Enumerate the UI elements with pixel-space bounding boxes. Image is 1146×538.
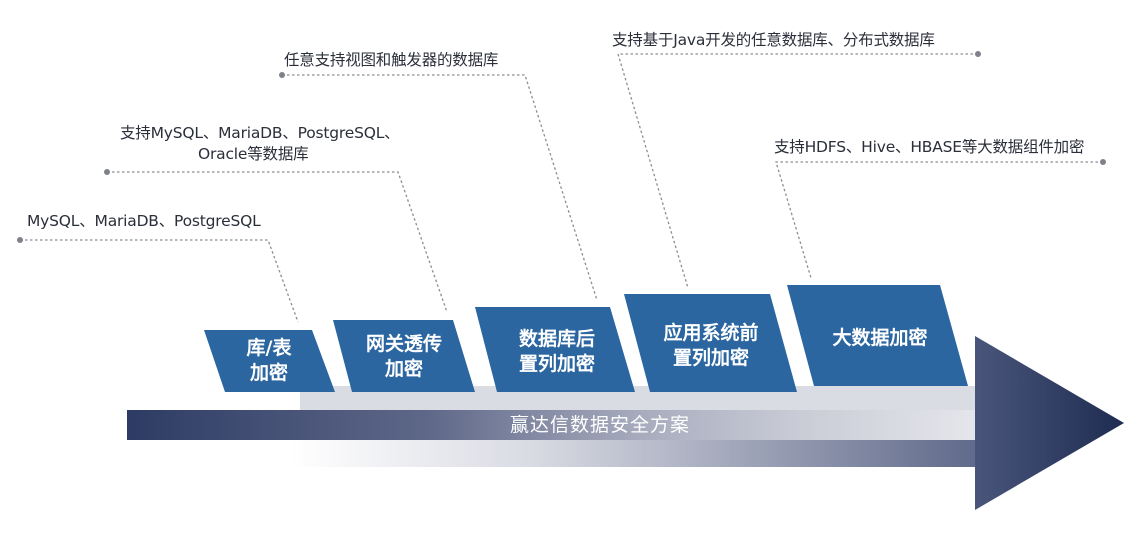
banner-title: 赢达信数据安全方案 xyxy=(509,414,690,436)
stage-block-5 xyxy=(787,285,968,386)
stage-5-label: 大数据加密 xyxy=(800,290,960,386)
stage-1-line-2: 加密 xyxy=(249,362,288,384)
stage-5-line-1: 大数据加密 xyxy=(832,326,928,349)
stage-blocks xyxy=(204,285,968,392)
annotation-2-line-1: 支持MySQL、MariaDB、PostgreSQL、 xyxy=(120,124,400,142)
stage-3-line-1: 数据库后 xyxy=(518,328,595,350)
stage-block-1 xyxy=(204,330,335,392)
stage-1-label: 库/表加密 xyxy=(213,330,325,392)
leader-line-4 xyxy=(617,53,978,289)
stage-3-label: 数据库后置列加密 xyxy=(488,312,626,392)
arrow-shaft xyxy=(127,410,980,440)
stage-3-line-2: 置列加密 xyxy=(518,353,595,375)
annotation-1: MySQL、MariaDB、PostgreSQL xyxy=(27,211,261,232)
annotation-1-line-1: MySQL、MariaDB、PostgreSQL xyxy=(27,212,261,230)
stage-2-label: 网关透传加密 xyxy=(340,322,468,392)
annotation-3-line-1: 任意支持视图和触发器的数据库 xyxy=(284,51,499,69)
annotation-4-line-1: 支持基于Java开发的任意数据库、分布式数据库 xyxy=(612,31,935,49)
arrow-head xyxy=(975,336,1124,510)
leader-line-5 xyxy=(775,161,1103,279)
leader-dot-3 xyxy=(279,72,285,78)
leader-lines xyxy=(17,51,1106,323)
leader-dot-1 xyxy=(17,237,23,243)
arrow-lower-face xyxy=(290,440,980,467)
stage-4-label: 应用系统前置列加密 xyxy=(636,300,786,392)
stage-4-line-1: 应用系统前 xyxy=(663,322,759,344)
annotation-2: 支持MySQL、MariaDB、PostgreSQL、 Oracle等数据库 xyxy=(120,123,400,165)
leader-dot-4 xyxy=(975,51,981,57)
annotation-3: 任意支持视图和触发器的数据库 xyxy=(284,50,498,71)
annotation-2-line-2: Oracle等数据库 xyxy=(198,145,309,163)
annotation-4: 支持基于Java开发的任意数据库、分布式数据库 xyxy=(612,30,935,51)
leader-line-3 xyxy=(282,74,598,301)
leader-line-1 xyxy=(20,239,299,323)
leader-dot-2 xyxy=(104,169,110,175)
stage-block-2 xyxy=(333,320,475,392)
annotation-5: 支持HDFS、Hive、HBASE等大数据组件加密 xyxy=(774,137,1084,158)
stage-2-line-1: 网关透传 xyxy=(365,333,442,355)
stage-1-line-1: 库/表 xyxy=(246,337,292,359)
stage-2-line-2: 加密 xyxy=(384,358,423,380)
leader-line-2 xyxy=(107,171,448,313)
leader-dot-5 xyxy=(1100,159,1106,165)
stage-4-line-2: 置列加密 xyxy=(672,347,749,369)
stage-block-4 xyxy=(624,294,797,392)
annotation-5-line-1: 支持HDFS、Hive、HBASE等大数据组件加密 xyxy=(774,138,1085,156)
stage-block-3 xyxy=(475,307,635,392)
